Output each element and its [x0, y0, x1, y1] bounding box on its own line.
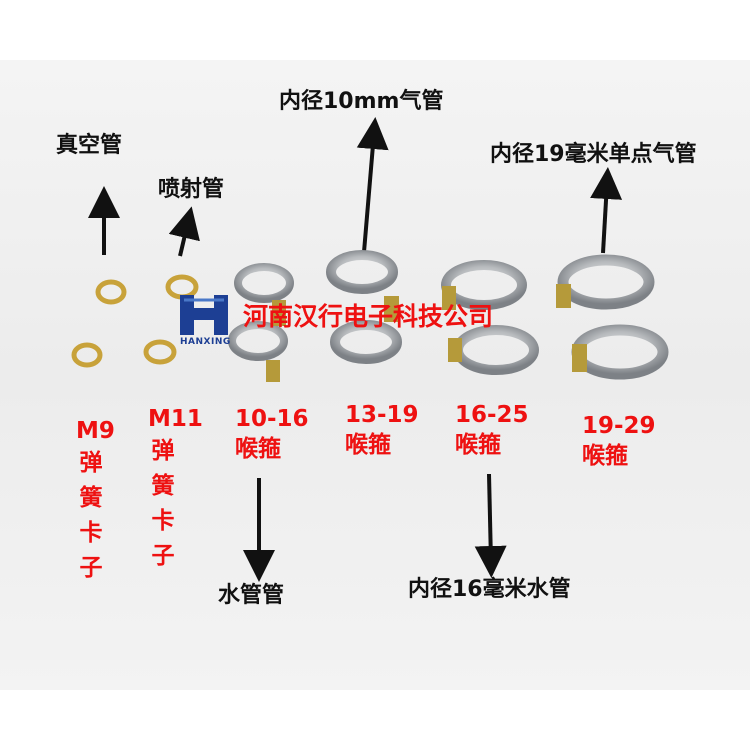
size-code: 10-16 — [235, 406, 309, 432]
hose-clamp-13-19 — [326, 250, 402, 364]
size-label-m9: M9 弹簧卡子 — [76, 416, 115, 586]
size-label-16-25: 16-25 喉箍 — [455, 400, 529, 460]
arrow-air-19mm — [590, 167, 623, 254]
label-spray-tube: 喷射管 — [158, 177, 225, 202]
arrow-spray — [168, 206, 200, 257]
size-type: 喉箍 — [455, 432, 501, 458]
spring-clip-m9 — [71, 279, 127, 368]
logo-text: HANXING — [180, 337, 231, 347]
size-type: 喉箍 — [345, 432, 391, 458]
size-type: 喉箍 — [582, 443, 628, 469]
hanxing-logo-icon — [180, 295, 228, 335]
size-code: 16-25 — [455, 402, 529, 428]
arrow-air-10mm — [356, 117, 389, 253]
size-label-13-19: 13-19 喉箍 — [345, 400, 419, 460]
arrow-water-16mm — [474, 473, 507, 578]
size-type: 弹簧卡子 — [79, 450, 103, 581]
hose-clamp-10-16 — [228, 263, 294, 382]
size-type: 喉箍 — [235, 436, 281, 462]
label-air-tube-19mm: 内径19毫米单点气管 — [490, 142, 697, 167]
hose-clamp-16-25 — [441, 260, 539, 375]
size-code: M9 — [76, 418, 115, 444]
size-code: 19-29 — [582, 413, 656, 439]
size-type: 弹簧卡子 — [151, 438, 175, 569]
label-water-tube-16mm: 内径16毫米水管 — [408, 577, 571, 602]
hose-clamp-19-29 — [556, 254, 669, 380]
size-code: 13-19 — [345, 402, 419, 428]
label-vacuum-tube: 真空管 — [56, 133, 123, 158]
size-label-m11: M11 弹簧卡子 — [148, 404, 203, 574]
label-air-tube-10mm: 内径10mm气管 — [279, 89, 444, 114]
label-water-tube: 水管管 — [218, 583, 285, 608]
size-label-10-16: 10-16 喉箍 — [235, 404, 309, 464]
size-label-19-29: 19-29 喉箍 — [582, 411, 656, 471]
size-code: M11 — [148, 406, 203, 432]
company-watermark: 河南汉行电子科技公司 — [243, 302, 494, 331]
